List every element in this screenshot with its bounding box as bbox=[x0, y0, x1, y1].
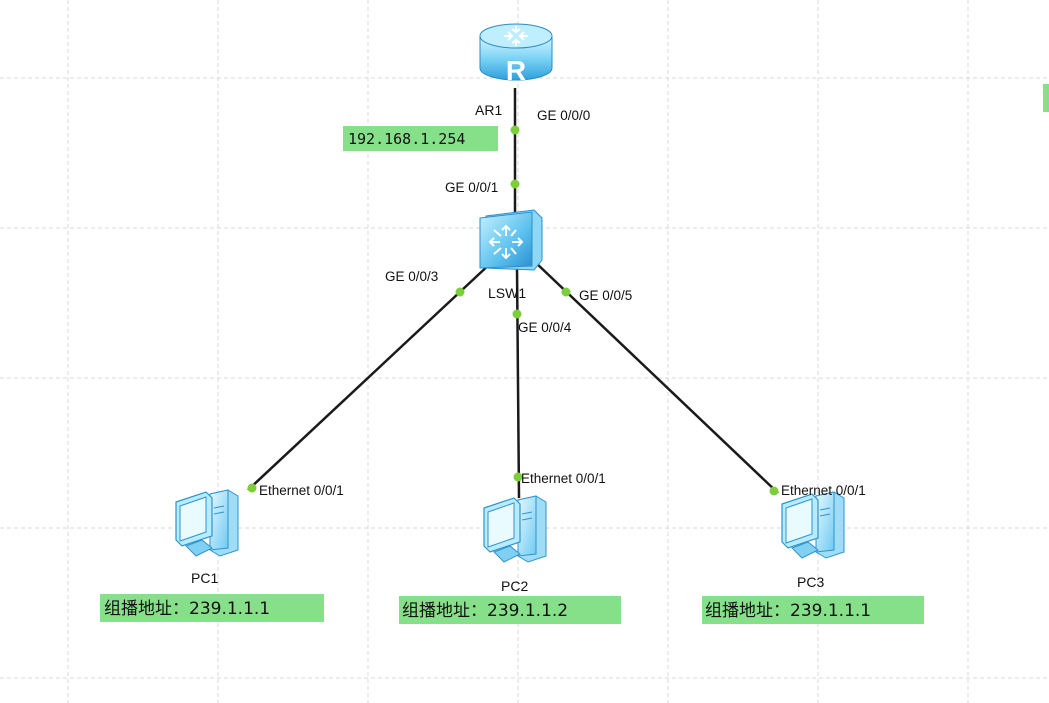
port-dot-ar1-ge000 bbox=[510, 125, 520, 135]
port-label-pc2-eth: Ethernet 0/0/1 bbox=[521, 471, 606, 486]
pc3-name: PC3 bbox=[797, 574, 824, 590]
pc2-multicast-note[interactable]: 组播地址：239.1.1.2 bbox=[399, 596, 621, 624]
router-icon: R bbox=[479, 23, 553, 86]
switch-icon bbox=[479, 209, 543, 271]
router-ip-text: 192.168.1.254 bbox=[348, 130, 465, 148]
pc3[interactable] bbox=[781, 491, 845, 559]
pc-icon bbox=[483, 495, 547, 563]
links bbox=[247, 88, 779, 499]
port-dots bbox=[247, 125, 779, 496]
router-name: AR1 bbox=[475, 102, 502, 118]
port-label-pc1-eth: Ethernet 0/0/1 bbox=[259, 483, 344, 498]
port-label-ar1-ge000: GE 0/0/0 bbox=[537, 108, 590, 123]
pc1-multicast-note[interactable]: 组播地址：239.1.1.1 bbox=[100, 594, 324, 622]
pc2-name: PC2 bbox=[501, 578, 528, 594]
port-dot-lsw1-ge001 bbox=[510, 179, 520, 189]
pc1-note-text: 组播地址：239.1.1.1 bbox=[104, 599, 270, 619]
router-ar1[interactable]: R bbox=[479, 23, 553, 86]
port-label-lsw1-ge004: GE 0/0/4 bbox=[518, 320, 572, 335]
port-dot-pc2-eth bbox=[513, 472, 523, 482]
pc1[interactable] bbox=[175, 489, 239, 557]
router-glyph: R bbox=[506, 55, 526, 86]
port-dot-pc1-eth bbox=[247, 483, 257, 493]
port-label-lsw1-ge005: GE 0/0/5 bbox=[579, 288, 632, 303]
pc-icon bbox=[175, 489, 239, 557]
port-label-lsw1-ge003: GE 0/0/3 bbox=[385, 269, 438, 284]
pc2[interactable] bbox=[483, 495, 547, 563]
port-dot-lsw1-ge003 bbox=[455, 287, 465, 297]
switch-name: LSW1 bbox=[488, 285, 526, 301]
pc3-multicast-note[interactable]: 组播地址：239.1.1.1 bbox=[702, 596, 924, 624]
pc3-note-text: 组播地址：239.1.1.1 bbox=[705, 601, 871, 621]
pc2-note-text: 组播地址：239.1.1.2 bbox=[402, 601, 568, 621]
pc-icon bbox=[781, 491, 845, 559]
link-switch-pc3[interactable] bbox=[534, 261, 779, 494]
port-dot-pc3-eth bbox=[769, 486, 779, 496]
port-dot-lsw1-ge004 bbox=[512, 309, 522, 319]
port-label-pc3-eth: Ethernet 0/0/1 bbox=[781, 483, 866, 498]
link-switch-pc2[interactable] bbox=[515, 267, 521, 499]
link-switch-pc1[interactable] bbox=[247, 261, 493, 491]
port-label-lsw1-ge001: GE 0/0/1 bbox=[445, 180, 498, 195]
switch-lsw1[interactable] bbox=[479, 209, 543, 271]
edge-note-fragment bbox=[1043, 84, 1049, 112]
router-ip-note[interactable]: 192.168.1.254 bbox=[343, 126, 498, 151]
port-dot-lsw1-ge005 bbox=[561, 287, 571, 297]
pc1-name: PC1 bbox=[191, 570, 218, 586]
